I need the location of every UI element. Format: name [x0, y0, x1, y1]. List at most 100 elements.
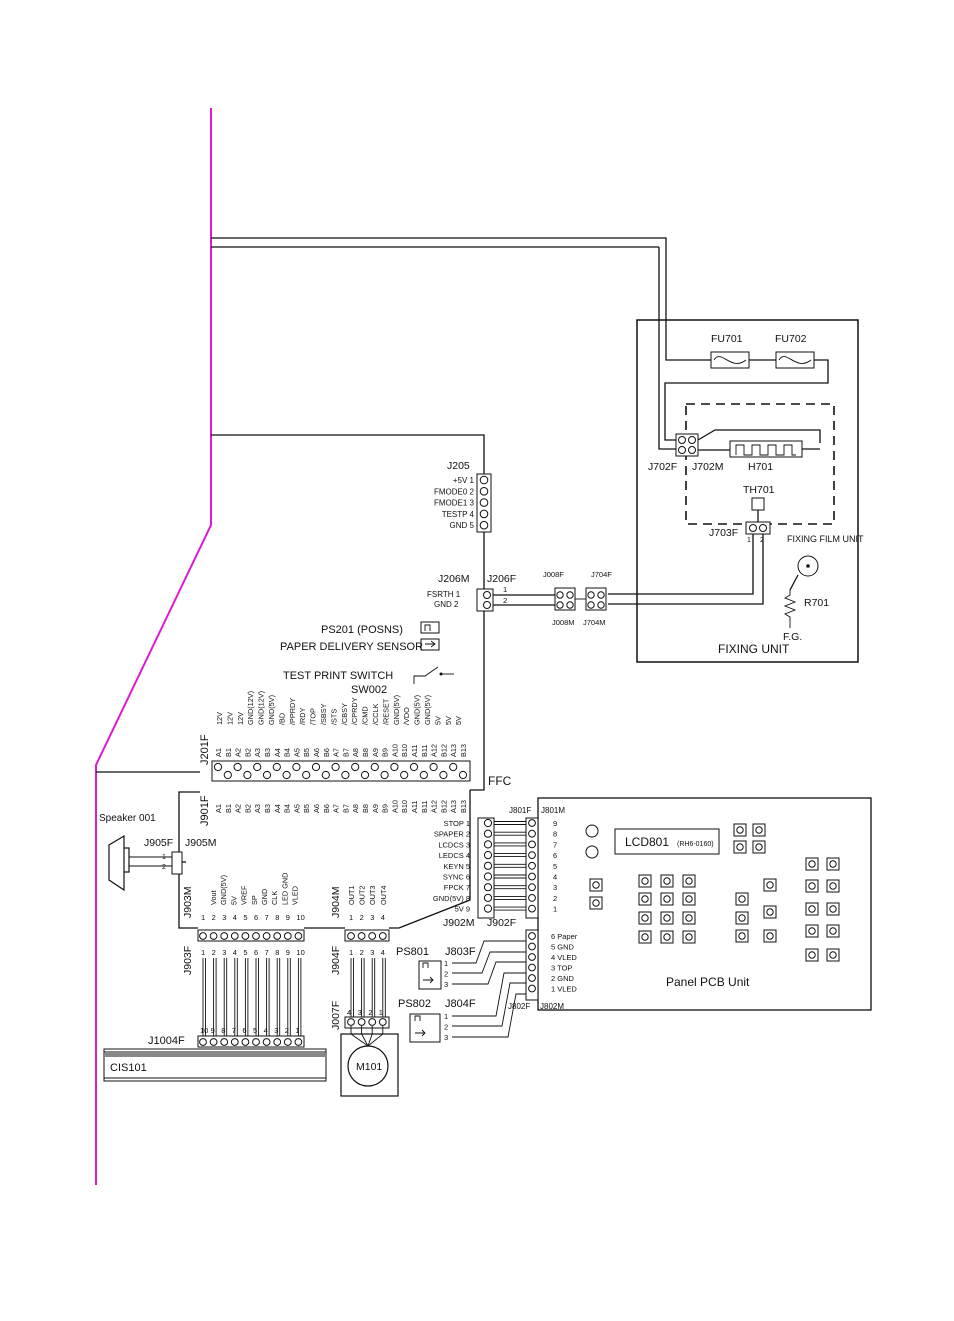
- j903-signal-label: 5V: [229, 896, 238, 905]
- j902-pin-label: SYNC 6: [443, 873, 470, 882]
- panel-key-button: [763, 929, 777, 943]
- j904m-label: J904M: [330, 886, 342, 918]
- j206-pin-2: GND 2: [434, 600, 459, 609]
- j201-pin: [351, 762, 360, 772]
- j901-pin-label: B13: [459, 800, 468, 813]
- panel-key-button: [733, 840, 747, 854]
- j903-pin-number: 5: [243, 948, 247, 957]
- fixing-unit: FU701 FU702 J702F J702M H701 TH701: [211, 237, 864, 663]
- ffc-label: FFC: [488, 774, 512, 788]
- j201-pin: [282, 770, 291, 780]
- ps801-wire: [452, 940, 526, 964]
- panel-key-button: [660, 874, 674, 888]
- j201-signal-label: /STS: [329, 709, 338, 725]
- j905-connector: [171, 851, 183, 875]
- panel-key-contact: [808, 882, 816, 890]
- j201-pin: [449, 762, 458, 772]
- j801-pin: [528, 904, 536, 913]
- j802-pin-label: 5 GND: [551, 943, 575, 952]
- j201-pin: [213, 762, 223, 772]
- j902-pin: [483, 840, 493, 849]
- j902-pin: [483, 851, 493, 860]
- panel-key-contact: [641, 933, 649, 941]
- j007-pin: [347, 1018, 355, 1026]
- j905f-label: J905F: [144, 837, 173, 849]
- ps802-wire: [452, 982, 526, 1027]
- j902-pin-label: 5V 9: [455, 905, 470, 914]
- j903-pin: [241, 932, 250, 940]
- j801m-label: J801M: [541, 806, 565, 815]
- j007f-label: J007F: [330, 1001, 342, 1030]
- j201-pin-label: A13: [449, 744, 458, 757]
- j206m-label: J206M: [438, 573, 470, 585]
- j201-pin: [390, 762, 399, 772]
- j904-pin-number: 3: [370, 913, 374, 922]
- panel-key-button: [805, 879, 819, 893]
- j201-pin: [253, 762, 262, 772]
- ps201-symbol: [420, 621, 440, 651]
- j801-pin: [528, 840, 536, 849]
- j901-pin-label: B5: [302, 804, 311, 813]
- j901-pin-label: A5: [292, 804, 301, 813]
- j201-signal-label: /CBSY: [340, 703, 349, 725]
- j201-signal-label: GND(5V): [392, 695, 401, 725]
- j801-pin: [528, 829, 536, 838]
- motor-lead: [350, 1026, 369, 1047]
- panel-key-contact: [766, 932, 774, 940]
- cis101-label: CIS101: [110, 1062, 147, 1074]
- j802-pin-label: 3 TOP: [551, 964, 572, 973]
- j205-pin: [479, 498, 489, 507]
- j008m-label: J008M: [552, 618, 575, 627]
- j206-wire-2-label: 2: [503, 596, 507, 605]
- j206-pin-1: FSRTH 1: [427, 590, 461, 599]
- j801-pin-number: 9: [553, 819, 557, 828]
- j201-pin-label: A1: [214, 748, 223, 757]
- panel-key-contact: [736, 826, 744, 834]
- j007-pin: [357, 1018, 366, 1026]
- panel-key-contact: [685, 933, 693, 941]
- fixing-unit-box: [636, 319, 859, 663]
- j201-pin-label: A8: [351, 748, 360, 757]
- panel-key-button: [735, 911, 749, 925]
- j901-pin-label: B4: [283, 804, 292, 813]
- j201-pin: [233, 762, 242, 772]
- panel-key-button: [826, 948, 840, 962]
- j201-pin-label: B5: [302, 748, 311, 757]
- panel-pcb-title: Panel PCB Unit: [666, 975, 750, 989]
- j902-pin: [483, 818, 493, 828]
- j201-signal-label: /PPRDY: [288, 698, 297, 725]
- j801-pin: [528, 851, 536, 859]
- j903-signal-label: VREF: [240, 885, 249, 905]
- panel-key-contact: [755, 826, 763, 834]
- j903-pin-number: 7: [265, 913, 269, 922]
- panel-key-contact: [766, 908, 774, 916]
- j904-pin-number: 2: [360, 948, 364, 957]
- j901-pin-label: A1: [214, 804, 223, 813]
- speaker-label: Speaker 001: [99, 813, 156, 824]
- j902-pin-label: SPAPER 2: [434, 830, 470, 839]
- j1004-pin-number: 5: [253, 1026, 257, 1035]
- j201-signal-label: 12V: [215, 712, 224, 725]
- panel-key-contact: [641, 914, 649, 922]
- lcd801-box: [614, 828, 720, 855]
- j904-pin-number: 2: [360, 913, 364, 922]
- j802-pin: [528, 942, 536, 951]
- j201-pin-label: B12: [439, 744, 448, 757]
- fuse-fu701: [710, 351, 750, 369]
- j1004-pin-number: 8: [221, 1026, 225, 1035]
- j801-pin: [528, 819, 536, 827]
- j901-pin-label: B10: [400, 800, 409, 813]
- test-print-switch-label: TEST PRINT SWITCH: [283, 670, 393, 682]
- r701-label: R701: [804, 597, 829, 609]
- j902m-label: J902M: [443, 917, 475, 929]
- j904-signal-label: OUT1: [347, 886, 356, 905]
- j903-pin: [262, 932, 271, 940]
- j903-pin-number: 3: [222, 948, 226, 957]
- j201-signal-label: GND(5V): [423, 695, 432, 725]
- fu701-label: FU701: [711, 333, 743, 345]
- j801-pin-number: 6: [553, 851, 557, 860]
- ps802-label: PS802: [398, 998, 431, 1010]
